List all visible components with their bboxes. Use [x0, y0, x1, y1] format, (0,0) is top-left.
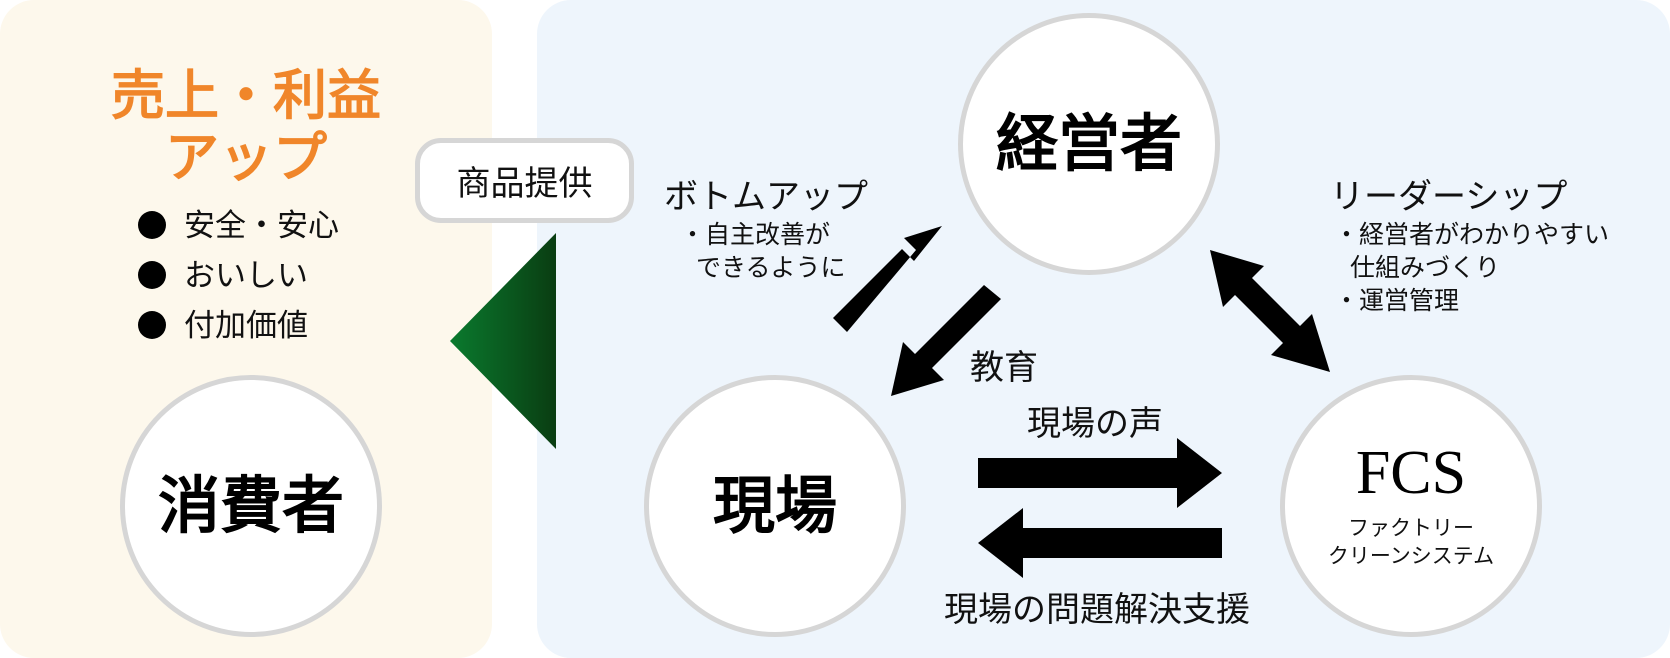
bullet-item: 安全・安心: [138, 206, 339, 246]
bottom-up-title: ボトムアップ: [664, 177, 868, 217]
leadership-note: ・経営者がわかりやすい: [1334, 220, 1610, 249]
bullet-item: 付加価値: [138, 306, 308, 346]
consumer-circle: 消費者: [120, 375, 382, 637]
management-label: 経営者: [995, 107, 1182, 180]
bullet-dot-icon: [138, 311, 166, 339]
bullet-dot-icon: [138, 261, 166, 289]
field-circle: 現場: [644, 375, 906, 637]
product-supply-box: 商品提供: [415, 138, 634, 223]
leadership-title: リーダーシップ: [1330, 177, 1568, 217]
product-supply-label: 商品提供: [456, 164, 593, 204]
headline-line2: アップ: [165, 125, 327, 189]
support-label: 現場の問題解決支援: [944, 590, 1250, 630]
management-circle: 経営者: [958, 13, 1220, 275]
education-arrow-icon: [891, 285, 1001, 396]
bottom-up-note: できるように: [696, 253, 846, 282]
field-voice-arrow-icon: [978, 438, 1222, 508]
bullet-label: 安全・安心: [184, 208, 339, 244]
bottom-up-note: ・自主改善が: [680, 220, 831, 249]
bullet-label: おいしい: [184, 258, 308, 294]
supply-triangle-icon: [450, 233, 556, 449]
fcs-title: FCS: [1355, 439, 1467, 507]
fcs-subtitle: ファクトリー クリーンシステム: [1328, 514, 1494, 570]
leadership-arrow-icon: [1210, 250, 1330, 372]
field-voice-label: 現場の声: [1027, 404, 1163, 444]
bullet-item: おいしい: [138, 256, 308, 296]
leadership-note: ・運営管理: [1334, 286, 1460, 315]
consumer-label: 消費者: [157, 469, 344, 542]
bottom-up-arrow-icon: [833, 226, 942, 332]
fcs-subtitle-line: クリーンシステム: [1327, 544, 1495, 568]
bullet-label: 付加価値: [184, 308, 308, 344]
support-arrow-icon: [978, 508, 1222, 578]
fcs-circle: FCS ファクトリー クリーンシステム: [1280, 375, 1542, 637]
fcs-subtitle-line: ファクトリー: [1347, 516, 1474, 540]
field-label: 現場: [712, 469, 837, 542]
education-label: 教育: [970, 348, 1038, 388]
leadership-note: 仕組みづくり: [1350, 253, 1501, 282]
headline-line1: 売上・利益: [111, 63, 381, 127]
bullet-dot-icon: [138, 211, 166, 239]
